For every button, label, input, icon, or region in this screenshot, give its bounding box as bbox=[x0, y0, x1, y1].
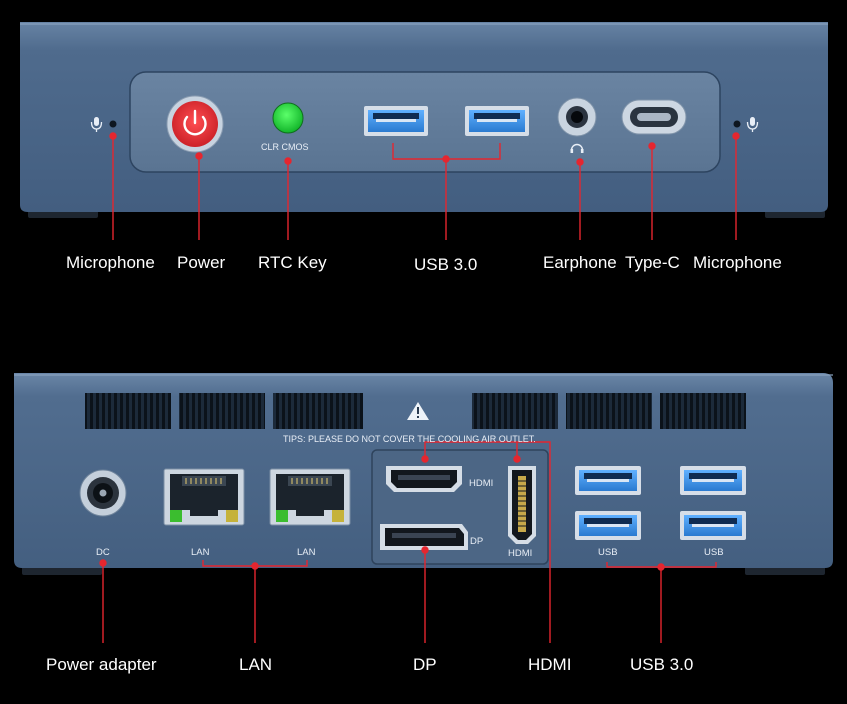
label-dc: DC bbox=[96, 547, 110, 558]
microphone-left-hole bbox=[109, 120, 117, 128]
hdmi-port-horizontal bbox=[386, 466, 462, 492]
power-icon bbox=[183, 115, 207, 136]
clr-cmos-label: CLR CMOS bbox=[261, 142, 309, 152]
label-lan-2: LAN bbox=[297, 547, 316, 558]
callout-typec: Type-C bbox=[625, 253, 680, 272]
callout-power: Power bbox=[177, 253, 226, 272]
microphone-right-icon bbox=[746, 117, 759, 132]
rear-usb-port-2 bbox=[680, 466, 746, 495]
rear-callout-lines bbox=[99, 441, 717, 643]
label-usb-2: USB bbox=[704, 547, 724, 558]
rear-usb-port-3 bbox=[575, 511, 641, 540]
callout-microphone-left: Microphone bbox=[66, 253, 155, 272]
callout-power-adapter: Power adapter bbox=[46, 655, 157, 674]
rear-view bbox=[14, 373, 833, 643]
label-usb-1: USB bbox=[598, 547, 618, 558]
callout-usb30-rear: USB 3.0 bbox=[630, 655, 694, 674]
cooling-vents bbox=[85, 393, 746, 429]
callout-earphone: Earphone bbox=[543, 253, 617, 272]
hdmi-port-vertical bbox=[508, 466, 536, 544]
callout-usb30-front: USB 3.0 bbox=[414, 255, 478, 274]
microphone-right-hole bbox=[733, 120, 741, 128]
rear-usb-port-1 bbox=[575, 466, 641, 495]
lan-port-1 bbox=[163, 468, 245, 526]
rear-foot-left bbox=[22, 566, 102, 575]
front-callout-lines bbox=[109, 132, 740, 240]
power-button bbox=[166, 95, 224, 153]
typec-port bbox=[621, 99, 687, 135]
headphone-icon bbox=[570, 143, 584, 153]
rear-foot-right bbox=[745, 566, 825, 575]
cooling-tip-text: TIPS: PLEASE DO NOT COVER THE COOLING AI… bbox=[283, 434, 536, 444]
microphone-left-icon bbox=[90, 117, 103, 132]
front-view bbox=[20, 22, 828, 240]
dp-port bbox=[380, 524, 468, 550]
label-lan-1: LAN bbox=[191, 547, 210, 558]
callout-rtc-key: RTC Key bbox=[258, 253, 327, 272]
dc-jack bbox=[79, 469, 127, 517]
front-usb-port-2 bbox=[465, 106, 529, 136]
callout-hdmi: HDMI bbox=[528, 655, 572, 674]
rear-usb-port-4 bbox=[680, 511, 746, 540]
rtc-key-button bbox=[272, 102, 304, 134]
front-usb-port-1 bbox=[364, 106, 428, 136]
callout-dp: DP bbox=[413, 655, 437, 674]
lan-port-2 bbox=[269, 468, 351, 526]
callout-microphone-right: Microphone bbox=[693, 253, 782, 272]
label-hdmi-horizontal: HDMI bbox=[469, 478, 494, 489]
callout-lan: LAN bbox=[239, 655, 273, 674]
label-dp: DP bbox=[470, 536, 484, 547]
warning-icon bbox=[407, 402, 429, 420]
label-hdmi-vertical: HDMI bbox=[508, 548, 533, 559]
